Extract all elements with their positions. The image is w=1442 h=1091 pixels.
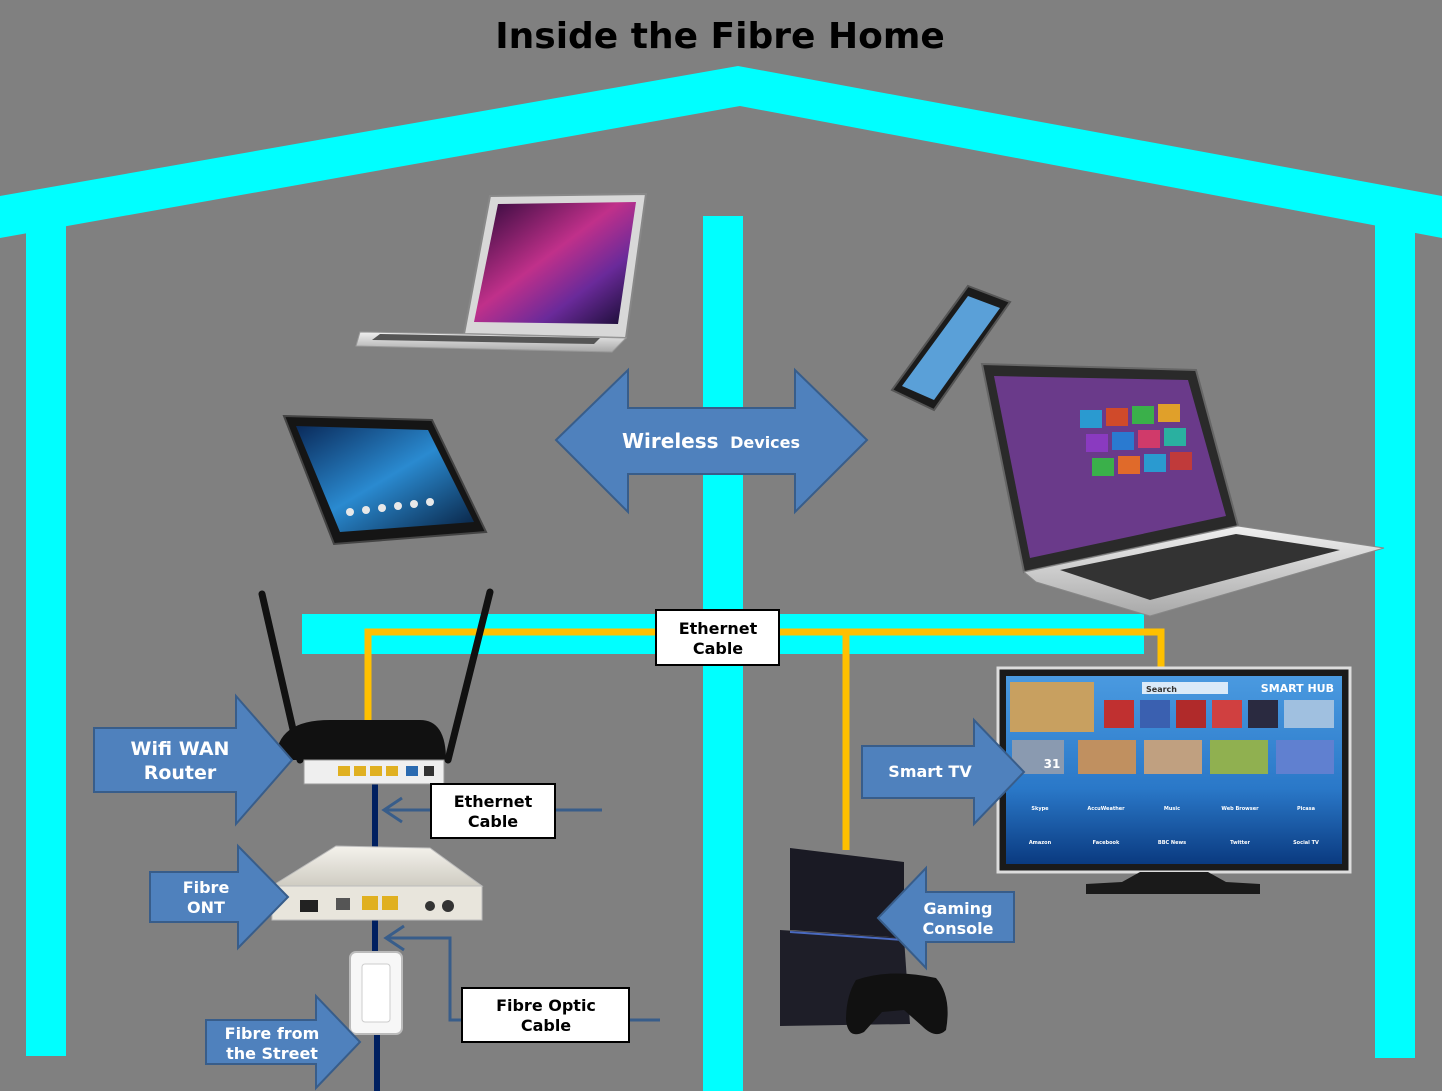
ont-ports (300, 896, 454, 912)
fibre-cable-lines (372, 784, 380, 1091)
tv-app-label: Amazon (1029, 840, 1052, 846)
label-line: Cable (521, 1016, 571, 1035)
ethernet-cable-label-mid: Ethernet Cable (430, 783, 556, 839)
wireless-label: Wireless Devices (622, 429, 800, 453)
router-ports (338, 766, 434, 776)
socket-face (361, 963, 391, 1023)
ont-top (270, 845, 484, 887)
console-top-block (790, 848, 904, 938)
callout-line: Smart TV (888, 762, 972, 781)
tv-app-label: Skype (1031, 806, 1049, 812)
tv-callout: Smart TV (861, 717, 1026, 827)
callout-line: Fibre (183, 878, 230, 897)
router-icon (258, 588, 494, 785)
tv-content-tiles (1010, 682, 1334, 774)
callout-line: Router (144, 762, 217, 784)
fibre-optic-cable-label: Fibre Optic Cable (461, 987, 630, 1043)
label-line: Cable (468, 812, 518, 831)
router-callout: Wifi WAN Router (93, 693, 294, 827)
tv-app-label: Facebook (1093, 840, 1120, 846)
smartphone-icon (890, 284, 1012, 412)
ont-callout: Fibre ONT (149, 843, 290, 951)
page-title: Inside the Fibre Home (495, 16, 945, 57)
callout-line: ONT (187, 898, 225, 917)
label-line: Ethernet (679, 619, 758, 638)
television-icon: SMART HUB Search 31 Skype AccuWeather Mu… (996, 666, 1352, 894)
windows-tiles (1080, 404, 1192, 476)
label-line: Ethernet (454, 792, 533, 811)
house-roof (0, 66, 1442, 238)
tv-search-box (1142, 682, 1228, 694)
tablet-icon (282, 414, 488, 546)
house-wall-right (1375, 222, 1415, 1058)
callout-line: Console (923, 919, 994, 938)
callout-line: Gaming (924, 899, 993, 918)
hp-keyboard (1060, 534, 1340, 600)
wireless-double-arrow (554, 367, 869, 515)
tv-app-label: Music (1164, 806, 1180, 812)
label-line: Cable (693, 639, 743, 658)
console-light-strip (789, 931, 905, 941)
tv-app-label: AccuWeather (1087, 806, 1125, 812)
tv-app-label: Social TV (1293, 840, 1319, 846)
callout-line: Fibre from (225, 1024, 320, 1043)
street-callout: Fibre from the Street (205, 993, 362, 1091)
router-antenna-right (444, 588, 494, 764)
tv-app-label: BBC News (1158, 840, 1186, 846)
house-wall-left (26, 222, 66, 1056)
mac-screen (474, 202, 636, 324)
label-line: Fibre Optic (496, 996, 596, 1015)
tv-date-label: 31 (1044, 757, 1061, 771)
devices-word: Devices (730, 433, 800, 452)
tv-app-label: Picasa (1297, 806, 1315, 812)
tv-app-labels: Skype AccuWeather Music Web Browser Pica… (1029, 806, 1319, 846)
tablet-app-icons (346, 498, 434, 516)
laptop-icon (355, 192, 648, 353)
tv-stand (1086, 872, 1260, 894)
gamepad-icon (846, 973, 948, 1035)
callout-line: Wifi WAN (131, 738, 230, 760)
wireless-arrow: Wireless Devices (554, 367, 869, 515)
laptop-icon (980, 362, 1385, 617)
callout-line: the Street (226, 1044, 318, 1063)
wall-socket-icon (349, 951, 403, 1035)
router-body (276, 720, 446, 760)
controller-body (846, 973, 948, 1035)
ont-icon (270, 845, 484, 921)
console-callout: Gaming Console (876, 865, 1015, 971)
tv-search-label: Search (1146, 685, 1177, 694)
phone-screen (902, 296, 1000, 400)
wireless-word: Wireless (622, 429, 719, 453)
tv-app-label: Twitter (1230, 840, 1250, 846)
ethernet-cable-label-top: Ethernet Cable (655, 609, 780, 666)
mac-keyboard (372, 334, 600, 344)
tv-brand-label: SMART HUB (1261, 682, 1334, 695)
tv-app-label: Web Browser (1221, 806, 1259, 812)
